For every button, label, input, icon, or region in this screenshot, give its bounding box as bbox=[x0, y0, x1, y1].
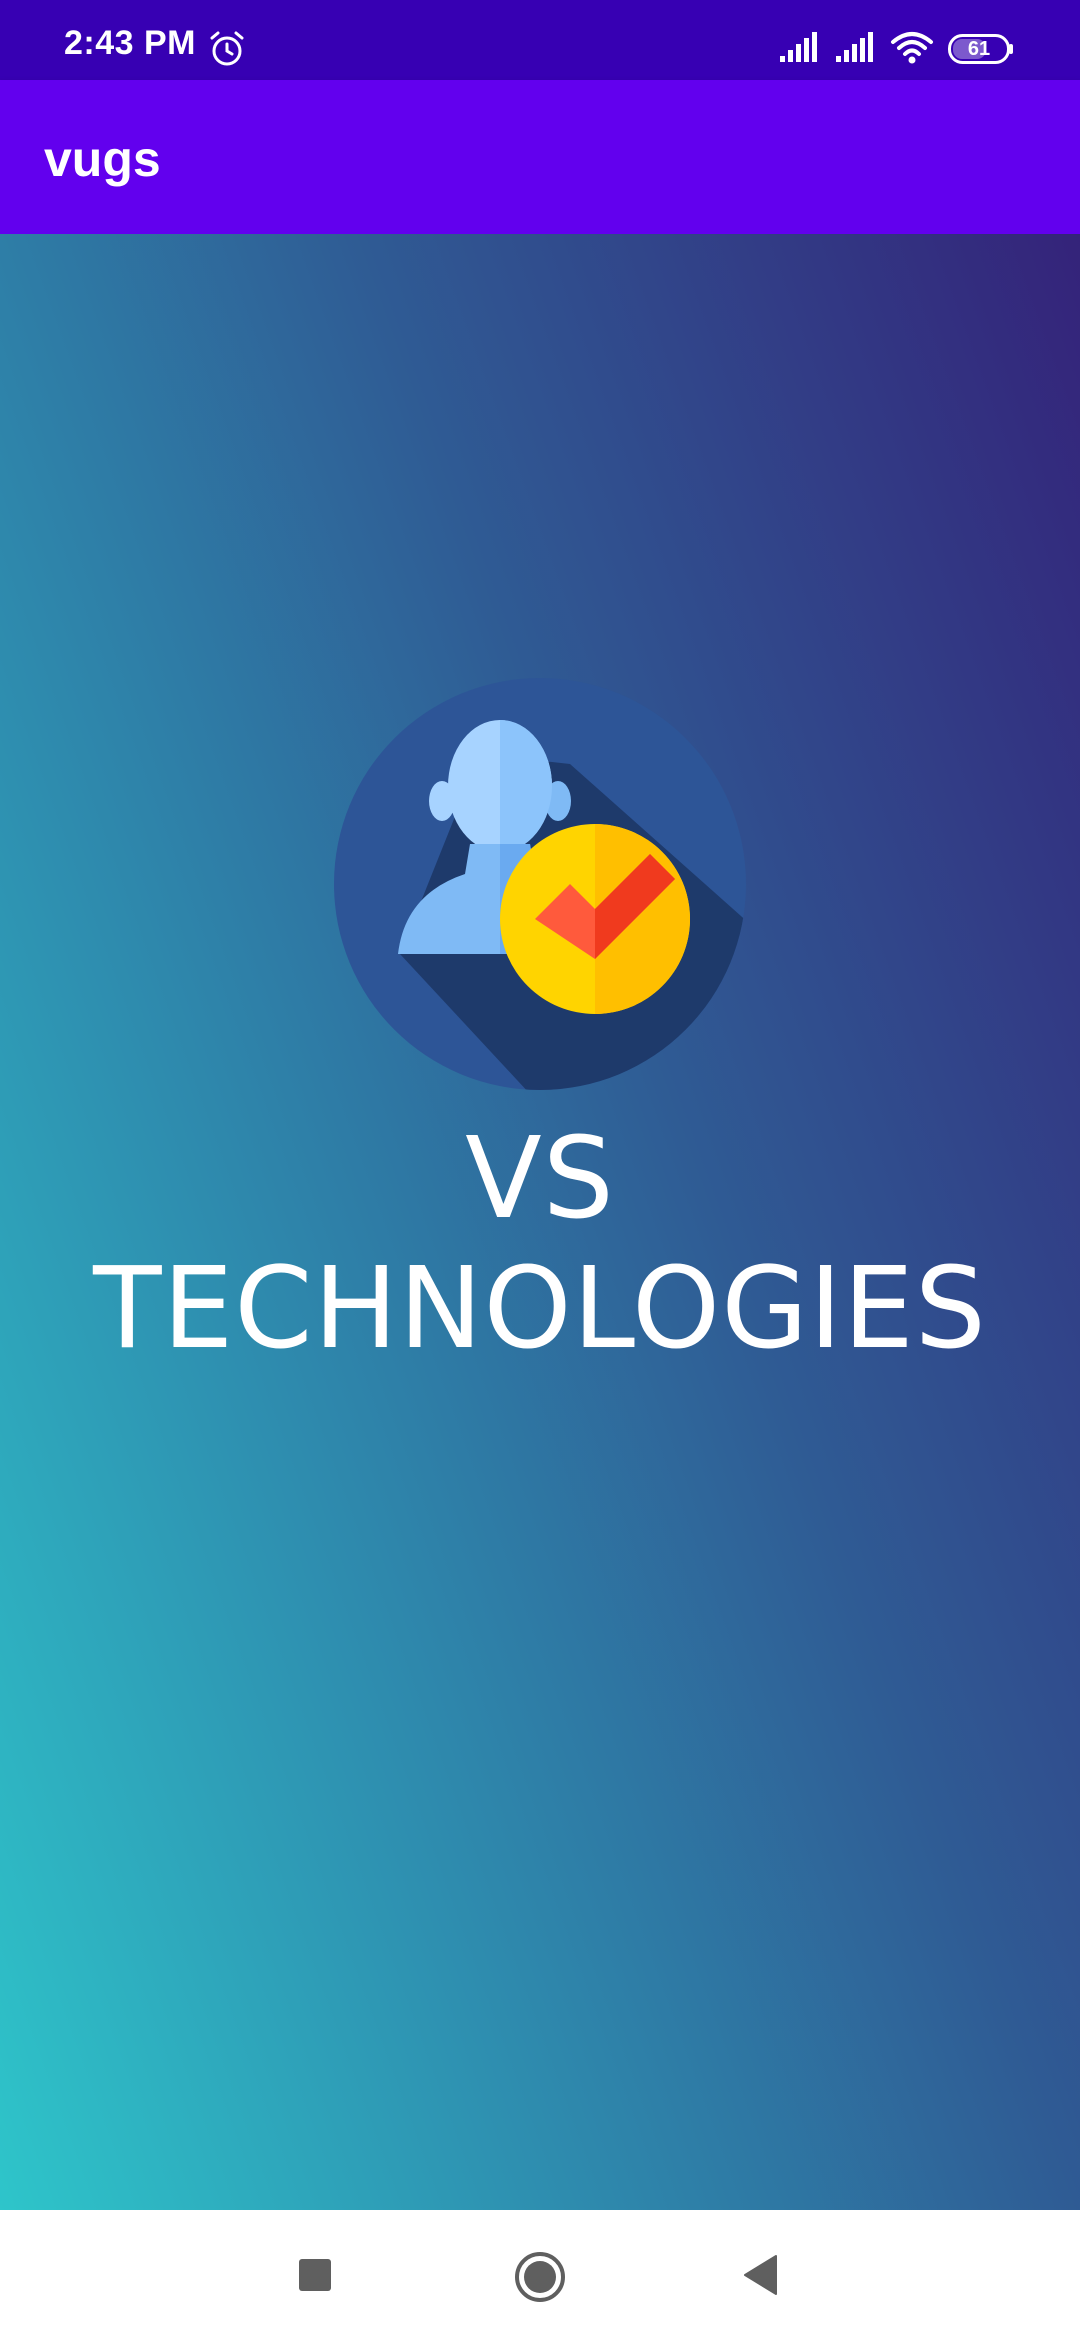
verified-user-icon bbox=[334, 678, 746, 1090]
status-bar: 2:43 PM 61 bbox=[0, 0, 1080, 80]
navigation-bar bbox=[0, 2210, 1080, 2340]
wifi-icon bbox=[891, 32, 933, 64]
status-time: 2:43 PM bbox=[64, 24, 196, 62]
alarm-icon bbox=[210, 31, 244, 66]
signal-icon bbox=[836, 32, 873, 62]
battery-icon: 61 bbox=[948, 34, 1014, 64]
brand-name: VS TECHNOLOGIES bbox=[93, 1114, 987, 1374]
signal-icon bbox=[780, 32, 817, 62]
app-title: vugs bbox=[44, 131, 161, 187]
battery-level: 61 bbox=[967, 38, 991, 60]
app-bar: vugs bbox=[0, 80, 1080, 234]
back-triangle-icon[interactable] bbox=[742, 2254, 778, 2296]
home-circle-icon[interactable] bbox=[513, 2250, 567, 2304]
recents-square-icon[interactable] bbox=[298, 2258, 332, 2292]
splash-content: VS TECHNOLOGIES bbox=[0, 234, 1080, 2210]
